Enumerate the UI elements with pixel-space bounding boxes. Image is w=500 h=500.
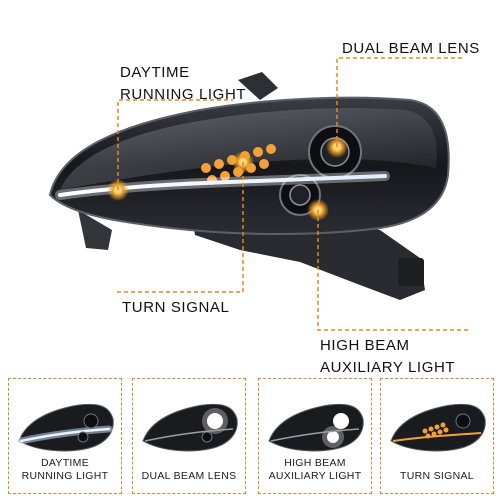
- turn-signal-leader: [117, 162, 244, 293]
- thumbnail-high-beam-image: [268, 403, 364, 452]
- mount-tab: [78, 210, 112, 250]
- hero-headlight-image: DAYTIME RUNNING LIGHT DUAL BEAM LENS TUR…: [48, 38, 480, 376]
- callout-lines: [117, 57, 470, 331]
- turn-signal-callout-label: TURN SIGNAL: [122, 297, 229, 319]
- drl-callout-label: DAYTIME RUNNING LIGHT: [120, 62, 246, 106]
- drl-callout-line1: DAYTIME: [120, 64, 190, 81]
- thumbnail-turn-signal: TURN SIGNAL: [380, 378, 494, 494]
- high-beam-callout-line2: AUXILIARY LIGHT: [320, 359, 456, 376]
- thumbnail-high-beam-label: HIGH BEAM AUXILIARY LIGHT: [259, 457, 371, 483]
- dual-beam-leader: [336, 57, 465, 147]
- high-beam-callout-line1: HIGH BEAM: [320, 337, 410, 354]
- headlight-illustration: [48, 57, 470, 331]
- thumbnail-dual-beam-label: DUAL BEAM LENS: [133, 470, 245, 483]
- drl-leader: [117, 99, 233, 190]
- thumbnail-turn-signal-image: [390, 403, 486, 452]
- top-tab: [238, 72, 278, 100]
- thumbnail-strip: DAYTIME RUNNING LIGHT DUAL BEAM LENS HIG…: [0, 378, 500, 494]
- thumbnail-drl-image: [17, 403, 114, 452]
- thumbnail-turn-signal-line1: TURN SIGNAL: [400, 470, 474, 482]
- thumbnail-dual-beam-image: [142, 403, 238, 452]
- thumbnail-dual-beam: DUAL BEAM LENS: [132, 378, 246, 494]
- high-beam-callout-label: HIGH BEAM AUXILIARY LIGHT: [320, 335, 455, 379]
- thumbnail-drl-line2: RUNNING LIGHT: [21, 470, 109, 482]
- thumbnail-high-beam: HIGH BEAM AUXILIARY LIGHT: [258, 378, 372, 494]
- thumbnail-high-beam-line2: AUXILIARY LIGHT: [268, 470, 362, 482]
- drl-callout-line2: RUNNING LIGHT: [120, 86, 247, 103]
- turn-signal-callout-text: TURN SIGNAL: [122, 299, 230, 316]
- thumbnail-turn-signal-label: TURN SIGNAL: [381, 470, 493, 483]
- thumbnail-drl-label: DAYTIME RUNNING LIGHT: [9, 457, 121, 483]
- connector: [398, 258, 424, 286]
- thumbnail-drl: DAYTIME RUNNING LIGHT: [8, 378, 122, 494]
- thumbnail-dual-beam-line1: DUAL BEAM LENS: [141, 470, 237, 482]
- thumbnail-high-beam-line1: HIGH BEAM: [284, 457, 346, 469]
- dual-beam-callout-label: DUAL BEAM LENS: [342, 38, 480, 60]
- dual-beam-callout-text: DUAL BEAM LENS: [342, 40, 480, 57]
- high-beam-leader: [317, 210, 470, 331]
- thumbnail-drl-line1: DAYTIME: [41, 457, 89, 469]
